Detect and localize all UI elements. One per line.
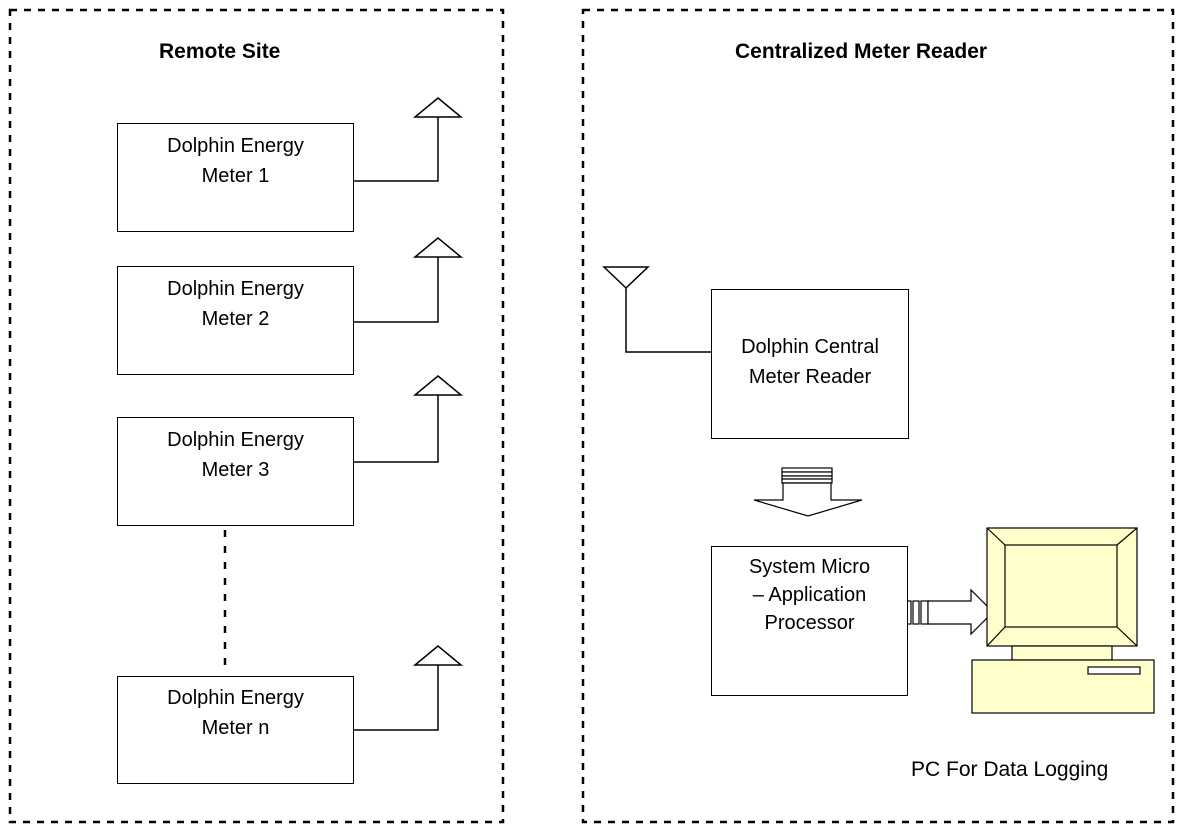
processor-box: System Micro – Application Processor <box>711 546 908 696</box>
serial-connector-icon <box>906 588 994 636</box>
central-reader-line2: Meter Reader <box>748 366 872 388</box>
bus-connector-icon <box>753 467 863 517</box>
meter-2-line1: Dolphin Energy <box>167 278 304 300</box>
meter-1-antenna-icon <box>354 97 464 182</box>
meter-2-antenna-icon <box>354 237 464 323</box>
meter-n-line2: Meter n <box>201 717 270 739</box>
processor-line1: System Micro <box>748 556 871 578</box>
central-antenna-icon <box>602 266 711 353</box>
meter-n-antenna-icon <box>354 645 464 731</box>
central-frame <box>581 8 1175 824</box>
meter-n-line1: Dolphin Energy <box>167 687 304 709</box>
meter-2-line2: Meter 2 <box>201 308 270 330</box>
meter-box-n: Dolphin Energy Meter n <box>117 676 354 784</box>
meter-1-line2: Meter 1 <box>201 165 270 187</box>
pc-caption: PC For Data Logging <box>911 758 1109 781</box>
remote-site-title: Remote Site <box>159 40 281 63</box>
meter-1-line1: Dolphin Energy <box>167 135 304 157</box>
central-reader-box: Dolphin Central Meter Reader <box>711 289 909 439</box>
meter-3-line2: Meter 3 <box>201 459 270 481</box>
processor-line2: – Application <box>752 584 867 606</box>
processor-line3: Processor <box>764 612 855 634</box>
pc-computer-icon <box>971 527 1155 714</box>
meter-3-line1: Dolphin Energy <box>167 429 304 451</box>
remote-site-frame <box>8 8 505 824</box>
meter-box-2: Dolphin Energy Meter 2 <box>117 266 354 375</box>
central-reader-line1: Dolphin Central <box>741 336 879 358</box>
central-title: Centralized Meter Reader <box>735 40 988 63</box>
meter-box-1: Dolphin Energy Meter 1 <box>117 123 354 232</box>
meter-box-3: Dolphin Energy Meter 3 <box>117 417 354 526</box>
meter-3-antenna-icon <box>354 375 464 463</box>
